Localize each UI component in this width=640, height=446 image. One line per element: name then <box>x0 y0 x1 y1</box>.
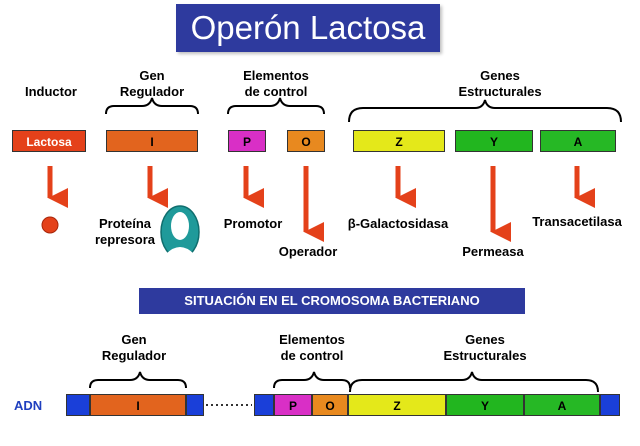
brace-genes-estructurales <box>348 99 622 123</box>
lactosa-box: Lactosa <box>12 130 86 152</box>
page-title: Operón Lactosa <box>176 4 440 52</box>
gene-i-box: I <box>106 130 198 152</box>
promoter-p-box: P <box>228 130 266 152</box>
operator-o-box: O <box>287 130 325 152</box>
operador-label: Operador <box>278 244 338 259</box>
dna-gene-a: A <box>524 394 600 416</box>
dna-end-right <box>600 394 620 416</box>
transacetilasa-label: Transacetilasa <box>532 214 622 229</box>
dna-end-mid-left <box>186 394 204 416</box>
dna-gene-i: I <box>90 394 186 416</box>
dna-end-left <box>66 394 90 416</box>
dna-gene-y: Y <box>446 394 524 416</box>
dna-promoter-p: P <box>274 394 312 416</box>
galactosidasa-label: β-Galactosidasa <box>347 216 449 231</box>
gene-a-box: A <box>540 130 616 152</box>
permeasa-label: Permeasa <box>462 244 524 259</box>
dna-gene-z: Z <box>348 394 446 416</box>
bottom-brace-gen-regulador <box>89 371 187 389</box>
dna-end-mid-right <box>254 394 274 416</box>
adn-label: ADN <box>14 398 43 413</box>
inductor-label: Inductor <box>25 84 77 99</box>
repressor-protein-shape <box>160 205 200 268</box>
promotor-label: Promotor <box>223 216 283 231</box>
bottom-brace-elementos-control <box>273 371 351 389</box>
brace-elementos-control <box>227 97 325 115</box>
bottom-brace-genes-estructurales <box>349 371 599 393</box>
dna-operator-o: O <box>312 394 348 416</box>
inducer-molecule <box>41 216 59 234</box>
gene-y-box: Y <box>455 130 533 152</box>
brace-gen-regulador <box>105 97 199 115</box>
gene-z-box: Z <box>353 130 445 152</box>
section-title: SITUACIÓN EN EL CROMOSOMA BACTERIANO <box>139 288 525 314</box>
